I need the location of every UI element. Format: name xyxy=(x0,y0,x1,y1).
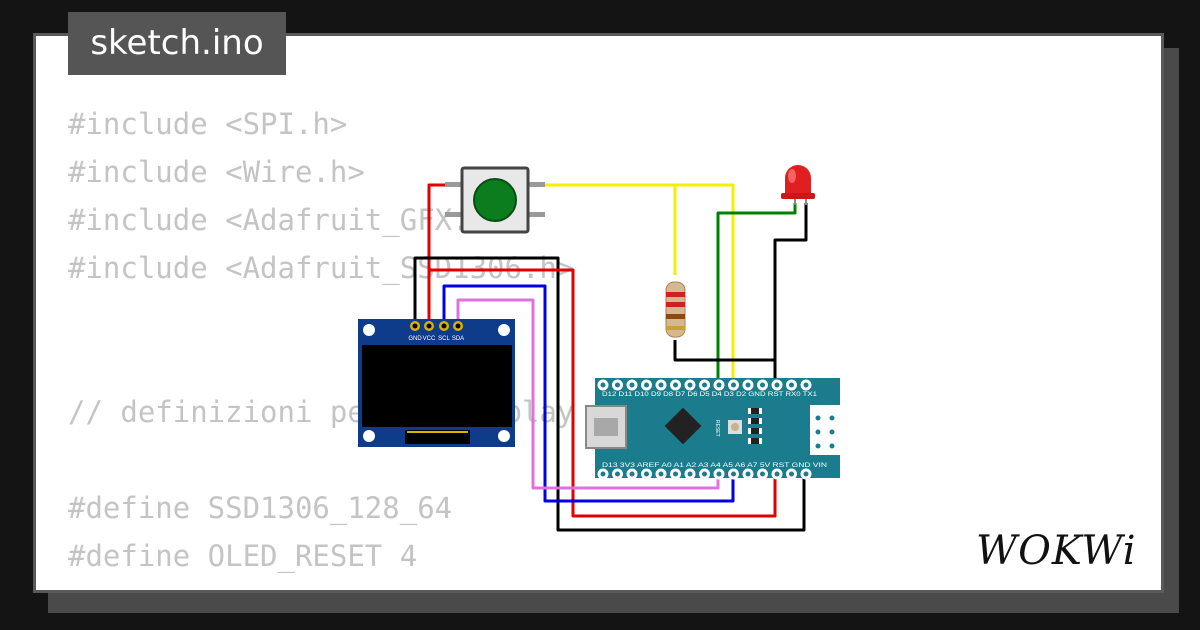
code-line: #include <SPI.h> xyxy=(68,107,348,141)
nano-top-pin-labels: D12 D11 D10 D9 D8 D7 D6 D5 D4 D3 D2 GND … xyxy=(602,392,818,398)
red-led[interactable] xyxy=(781,165,815,205)
code-line: #include <Wire.h> xyxy=(68,155,365,189)
code-editor[interactable]: #include <SPI.h> #include <Wire.h> #includ… xyxy=(68,100,574,580)
nano-bottom-pin[interactable] xyxy=(786,468,797,480)
code-line: #include <Adafruit_GFX.h> xyxy=(68,203,505,237)
nano-top-pin[interactable] xyxy=(641,379,652,391)
nano-top-pin[interactable] xyxy=(597,379,609,391)
nano-reset-label: RESET xyxy=(714,420,720,437)
arduino-nano[interactable]: D12 D11 D10 D9 D8 D7 D6 D5 D4 D3 D2 GND … xyxy=(585,378,840,480)
nano-bottom-pin[interactable] xyxy=(670,468,681,480)
nano-bottom-pin[interactable] xyxy=(684,468,696,480)
nano-bottom-pin[interactable] xyxy=(641,468,652,480)
oled-pin-label: GND xyxy=(408,336,422,342)
oled-pin-label: SDA xyxy=(452,336,464,342)
resistor[interactable] xyxy=(665,281,686,338)
wire-red-vcc xyxy=(427,268,777,518)
wire-blue-scl xyxy=(442,284,735,503)
nano-top-pin[interactable] xyxy=(728,379,739,391)
nano-top-pin[interactable] xyxy=(626,379,638,391)
nano-bottom-pin[interactable] xyxy=(800,468,812,480)
nano-top-pin[interactable] xyxy=(684,379,696,391)
nano-bottom-pin[interactable] xyxy=(655,468,667,480)
nano-bottom-pin[interactable] xyxy=(612,468,623,480)
nano-top-pin[interactable] xyxy=(612,379,623,391)
nano-bottom-pin[interactable] xyxy=(597,468,609,480)
nano-top-pin[interactable] xyxy=(757,379,768,391)
oled-pin-label: SCL xyxy=(438,336,450,342)
nano-bottom-pin[interactable] xyxy=(713,468,725,480)
oled-display[interactable]: GND VCC SCL SDA xyxy=(358,319,515,447)
oled-pin-label: VCC xyxy=(423,336,436,342)
code-line: #define OLED_RESET 4 xyxy=(68,539,418,573)
nano-bottom-pin-labels: D13 3V3 AREF A0 A1 A2 A3 A4 A5 A6 A7 5V … xyxy=(602,463,827,469)
nano-bottom-pin[interactable] xyxy=(757,468,768,480)
wire-black-led xyxy=(773,203,808,384)
nano-top-pin[interactable] xyxy=(800,379,812,391)
nano-top-pin[interactable] xyxy=(742,379,754,391)
nano-bottom-pin[interactable] xyxy=(771,468,783,480)
file-tab[interactable]: sketch.ino xyxy=(68,12,286,75)
nano-top-pin[interactable] xyxy=(786,379,797,391)
nano-top-pin[interactable] xyxy=(713,379,725,391)
nano-bottom-pin[interactable] xyxy=(742,468,754,480)
nano-bottom-pin[interactable] xyxy=(728,468,739,480)
wire-black-resistor xyxy=(673,340,775,362)
nano-bottom-pin[interactable] xyxy=(699,468,710,480)
wire-green-led xyxy=(716,203,797,384)
nano-bottom-pin[interactable] xyxy=(626,468,638,480)
nano-top-pin[interactable] xyxy=(670,379,681,391)
wire-pink-sda xyxy=(456,298,720,490)
nano-top-pin[interactable] xyxy=(699,379,710,391)
wire-yellow-button xyxy=(543,183,735,384)
wokwi-logo: WOKWi xyxy=(976,528,1137,574)
code-line: #define SSD1306_128_64 xyxy=(68,491,453,525)
nano-top-pin[interactable] xyxy=(655,379,667,391)
push-button[interactable] xyxy=(445,166,545,234)
nano-top-pin[interactable] xyxy=(771,379,783,391)
wire-black-gnd xyxy=(413,256,806,532)
